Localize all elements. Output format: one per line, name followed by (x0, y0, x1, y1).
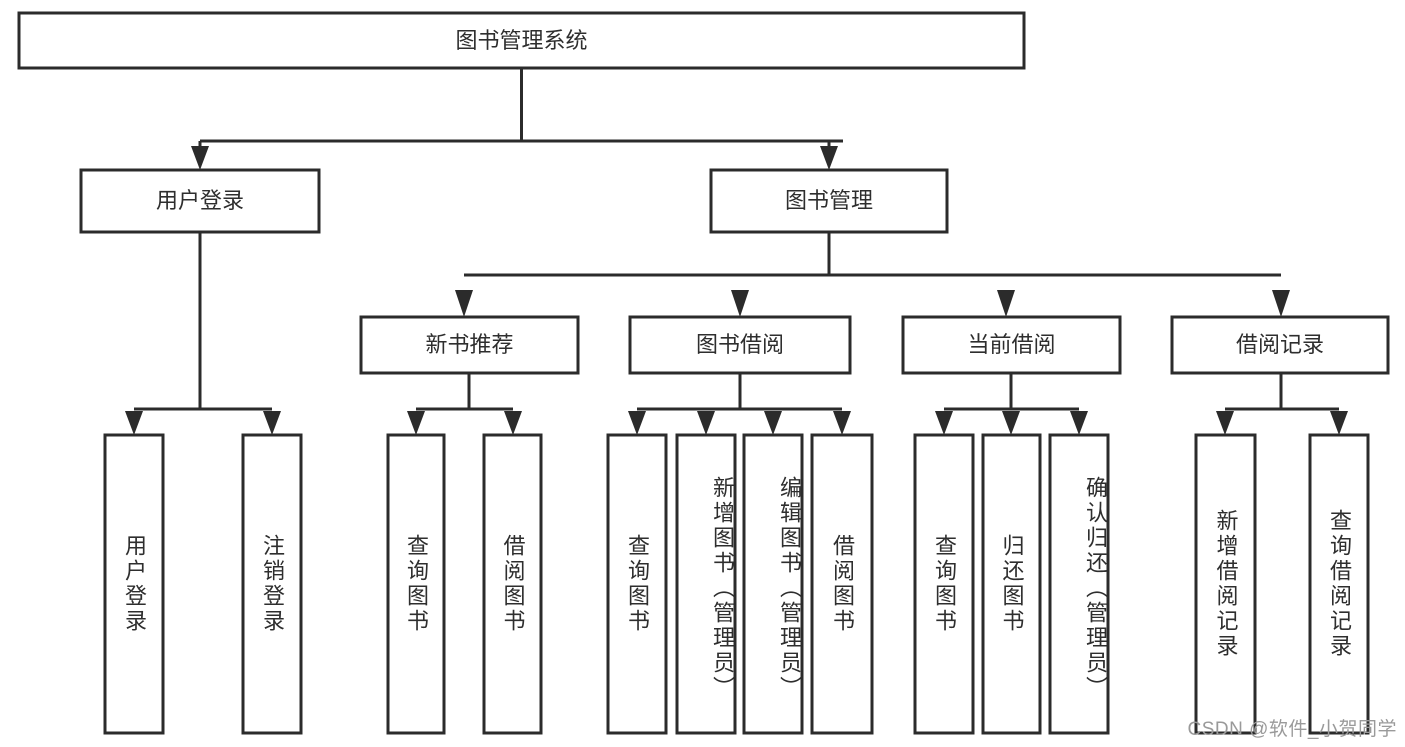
node-user-login[interactable]: 用户登录 (79, 168, 321, 234)
node-book-borrow-label: 图书借阅 (696, 332, 784, 357)
leaf-boxes (103, 433, 1370, 735)
arrow-head-leaf-confirm-return (1070, 411, 1088, 435)
node-borrow-record-label: 借阅记录 (1236, 332, 1324, 357)
node-book-borrow-box[interactable] (628, 315, 852, 375)
leaf-box-logout[interactable] (241, 433, 303, 735)
node-new-book-recommend-box[interactable] (359, 315, 580, 375)
leaf-box-query-record[interactable] (1308, 433, 1370, 735)
leaf-box-query-book-3[interactable] (913, 433, 975, 735)
leaf-box-return-book[interactable] (981, 433, 1042, 735)
csdn-watermark: CSDN @软件_小贺同学 (1187, 719, 1397, 740)
leaf-box-edit-book[interactable] (742, 433, 804, 735)
node-new-book-recommend-label: 新书推荐 (425, 332, 513, 357)
arrow-head-book-mgmt (820, 146, 838, 170)
arrow-head-leaf-borrow-book-1 (504, 411, 522, 435)
leaf-box-query-book-2[interactable] (606, 433, 668, 735)
node-book-management-label: 图书管理 (785, 188, 873, 213)
connector-group-book-mgmt (455, 232, 1290, 317)
leaf-box-add-book[interactable] (675, 433, 737, 735)
arrow-head-leaf-edit-book (764, 411, 782, 435)
arrow-head-new-book-rec (455, 290, 473, 317)
node-current-borrow-box[interactable] (901, 315, 1122, 375)
arrow-head-leaf-query-book-1 (407, 411, 425, 435)
node-user-login-box[interactable] (79, 168, 321, 234)
leaf-box-borrow-book-1[interactable] (482, 433, 543, 735)
leaf-box-user-login[interactable] (103, 433, 165, 735)
node-current-borrow-label: 当前借阅 (967, 332, 1055, 357)
connector-group-book-borrow (628, 373, 851, 435)
arrow-head-leaf-query-book-2 (628, 411, 646, 435)
node-new-book-recommend[interactable]: 新书推荐 (359, 315, 580, 375)
connector-group-current-borrow (935, 373, 1088, 435)
node-root-box[interactable] (17, 11, 1026, 70)
connector-group-user-login (125, 232, 281, 435)
node-book-borrow[interactable]: 图书借阅 (628, 315, 852, 375)
arrow-head-borrow-record (1272, 290, 1290, 317)
connector-group-borrow-record (1216, 373, 1348, 435)
leaf-box-borrow-book-2[interactable] (810, 433, 874, 735)
leaf-box-query-book-1[interactable] (386, 433, 446, 735)
node-user-login-label: 用户登录 (156, 188, 244, 213)
arrow-head-leaf-user-login (125, 411, 143, 435)
arrow-head-leaf-add-record (1216, 411, 1234, 435)
arrow-head-current-borrow (997, 290, 1015, 317)
leaf-box-confirm-return[interactable] (1048, 433, 1110, 735)
arrow-head-leaf-query-record (1330, 411, 1348, 435)
node-root-label: 图书管理系统 (455, 28, 587, 53)
arrow-head-book-borrow (731, 290, 749, 317)
arrow-head-leaf-query-book-3 (935, 411, 953, 435)
arrow-head-leaf-logout (263, 411, 281, 435)
node-book-management-box[interactable] (709, 168, 949, 234)
node-book-management[interactable]: 图书管理 (709, 168, 949, 234)
node-borrow-record[interactable]: 借阅记录 (1170, 315, 1390, 375)
connector-group-root (191, 68, 843, 170)
arrow-head-leaf-return-book (1002, 411, 1020, 435)
leaf-box-add-record[interactable] (1194, 433, 1257, 735)
arrow-head-leaf-add-book (697, 411, 715, 435)
arrow-head-leaf-borrow-book-2 (833, 411, 851, 435)
arrow-head-user-login (191, 146, 209, 170)
node-borrow-record-box[interactable] (1170, 315, 1390, 375)
node-root[interactable]: 图书管理系统 (17, 11, 1026, 70)
connector-group-new-book-rec (407, 373, 522, 435)
node-current-borrow[interactable]: 当前借阅 (901, 315, 1122, 375)
